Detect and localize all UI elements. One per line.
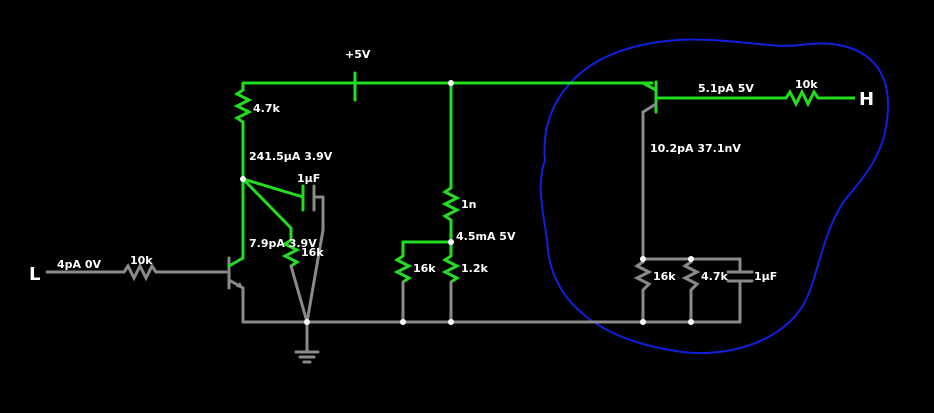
resistor-1k2-divider[interactable] (441, 242, 461, 284)
junction-dot (448, 319, 454, 325)
junction-dot (400, 319, 406, 325)
resistor-div-right-label: 1.2k (461, 262, 488, 275)
wire-16k-to-ground (289, 264, 309, 324)
junction-dot (640, 319, 646, 325)
transistor-left-arrow (236, 282, 243, 288)
junction-dot (304, 319, 310, 325)
wire-node-to-cap (241, 177, 305, 199)
transistor-left-collector (227, 256, 245, 268)
emitter-value-label: 10.2pA 37.1nV (650, 142, 741, 155)
node-top-label: 241.5µA 3.9V (249, 150, 333, 163)
node-right-label: 4.5mA 5V (456, 230, 516, 243)
output-value-label: 5.1pA 5V (698, 82, 754, 95)
resistor-4k7-emitter[interactable] (681, 259, 701, 322)
junction-dot (448, 239, 454, 245)
node-mid-label: 7.9pA 3.9V (249, 237, 317, 250)
wire-node-to-16k (241, 177, 293, 230)
cap-top-label: 1µF (297, 172, 320, 185)
resistor-e2-label: 4.7k (701, 270, 728, 283)
supply-label: +5V (345, 48, 371, 61)
junction-dot (688, 256, 694, 262)
transistor-right-lower (641, 102, 658, 114)
resistor-input-label: 10k (130, 254, 153, 267)
input-name-label: L (29, 264, 40, 285)
junction-dot (240, 176, 246, 182)
wire-cap-to-ground (305, 228, 325, 324)
junction-dot (688, 319, 694, 325)
junction-dot (640, 256, 646, 262)
resistor-10k-input[interactable] (120, 262, 180, 282)
inductor-label: 1n (461, 198, 477, 211)
input-value-label: 4pA 0V (57, 258, 102, 271)
resistor-10k-output[interactable] (782, 88, 855, 108)
resistor-16k-emitter[interactable] (633, 259, 653, 322)
resistor-div-left-label: 16k (413, 262, 436, 275)
resistor-16k-mid[interactable] (281, 228, 301, 268)
transistor-right-emitter-top (641, 81, 658, 92)
resistor-top-label: 4.7k (253, 102, 280, 115)
output-name-label: H (859, 89, 874, 110)
resistor-e1-label: 16k (653, 270, 676, 283)
resistor-4k7-top[interactable] (233, 83, 253, 126)
resistor-mid-label: 16k (301, 246, 324, 259)
inductor-1n[interactable] (441, 183, 461, 242)
resistor-output-label: 10k (795, 78, 818, 91)
capacitor-e-label: 1µF (754, 270, 777, 283)
junction-dot (448, 80, 454, 86)
annotation-loop (539, 38, 890, 354)
resistor-16k-divider[interactable] (393, 252, 413, 284)
